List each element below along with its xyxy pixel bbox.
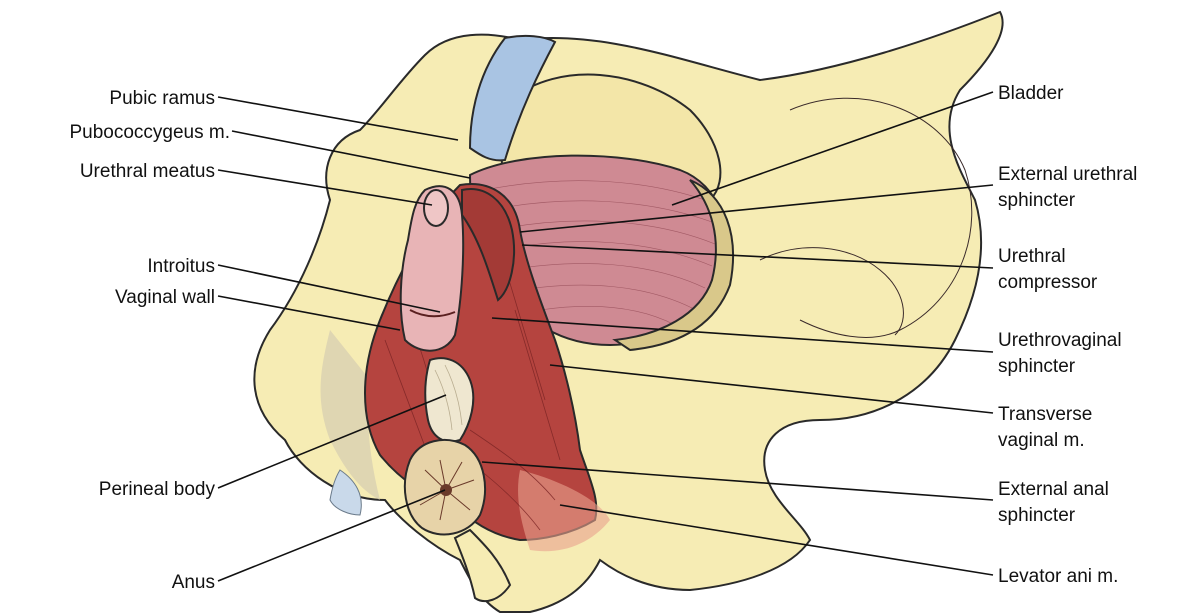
leader-lines xyxy=(217,91,994,582)
pelvis-illustration xyxy=(253,10,1004,613)
label-external-urethral-sphincter-line2: sphincter xyxy=(998,190,1076,211)
label-external-urethral-sphincter-line1: External urethral xyxy=(998,164,1137,185)
label-urethrovaginal-sphincter-line2: sphincter xyxy=(998,356,1076,377)
obturator-inner xyxy=(759,247,904,336)
label-perineal-body: Perineal body xyxy=(99,479,216,500)
introitus-slit xyxy=(409,309,456,318)
leader-bladder xyxy=(671,91,994,206)
coccyx-tail xyxy=(453,528,512,603)
compressor-band xyxy=(612,179,734,352)
label-urethral-meatus: Urethral meatus xyxy=(80,161,215,182)
label-external-anal-sphincter-line1: External anal xyxy=(998,479,1109,500)
left-labels: Pubic ramus Pubococcygeus m. Urethral me… xyxy=(69,88,230,593)
label-urethral-compressor-line1: Urethral xyxy=(998,246,1066,267)
label-urethrovaginal-sphincter-line1: Urethrovaginal xyxy=(998,330,1122,351)
leader-external-urethral-sphincter xyxy=(519,184,994,233)
right-labels: Bladder External urethral sphincter Uret… xyxy=(998,83,1137,587)
levator-fade xyxy=(518,470,610,552)
leader-pubococcygeus xyxy=(231,130,471,179)
label-levator-ani: Levator ani m. xyxy=(998,566,1118,587)
urethral-sphincter xyxy=(461,188,516,302)
perineal-body-fibres xyxy=(434,364,463,431)
leader-urethral-meatus xyxy=(217,169,433,206)
leader-urethrovaginal-sphincter xyxy=(491,317,994,353)
leader-levator-ani xyxy=(559,504,994,576)
bladder-fibres xyxy=(484,180,716,326)
leader-introitus xyxy=(217,264,441,313)
leader-external-anal-sphincter xyxy=(481,461,994,501)
leader-perineal-body xyxy=(217,394,447,489)
leader-transverse-vaginal xyxy=(549,364,994,414)
label-urethral-compressor-line2: compressor xyxy=(998,272,1098,293)
label-vaginal-wall: Vaginal wall xyxy=(115,287,215,308)
leader-anus xyxy=(217,489,446,582)
leader-vaginal-wall xyxy=(217,295,401,331)
label-transverse-vaginal-line1: Transverse xyxy=(998,404,1092,425)
label-pubic-ramus: Pubic ramus xyxy=(109,88,215,109)
obturator-outline xyxy=(789,97,973,338)
urethral-meatus-opening xyxy=(423,189,449,227)
left-bone-shadow xyxy=(320,330,380,500)
label-anus: Anus xyxy=(172,572,215,593)
label-external-anal-sphincter-line2: sphincter xyxy=(998,505,1076,526)
label-introitus: Introitus xyxy=(147,256,215,277)
label-pubococcygeus: Pubococcygeus m. xyxy=(69,122,230,143)
left-ligament xyxy=(329,469,362,516)
label-bladder: Bladder xyxy=(998,83,1064,104)
anal-folds xyxy=(419,459,475,521)
leader-pubic-ramus xyxy=(217,96,459,141)
pubic-symphysis xyxy=(468,34,557,162)
label-transverse-vaginal-line2: vaginal m. xyxy=(998,430,1085,451)
leader-urethral-compressor xyxy=(521,244,994,269)
